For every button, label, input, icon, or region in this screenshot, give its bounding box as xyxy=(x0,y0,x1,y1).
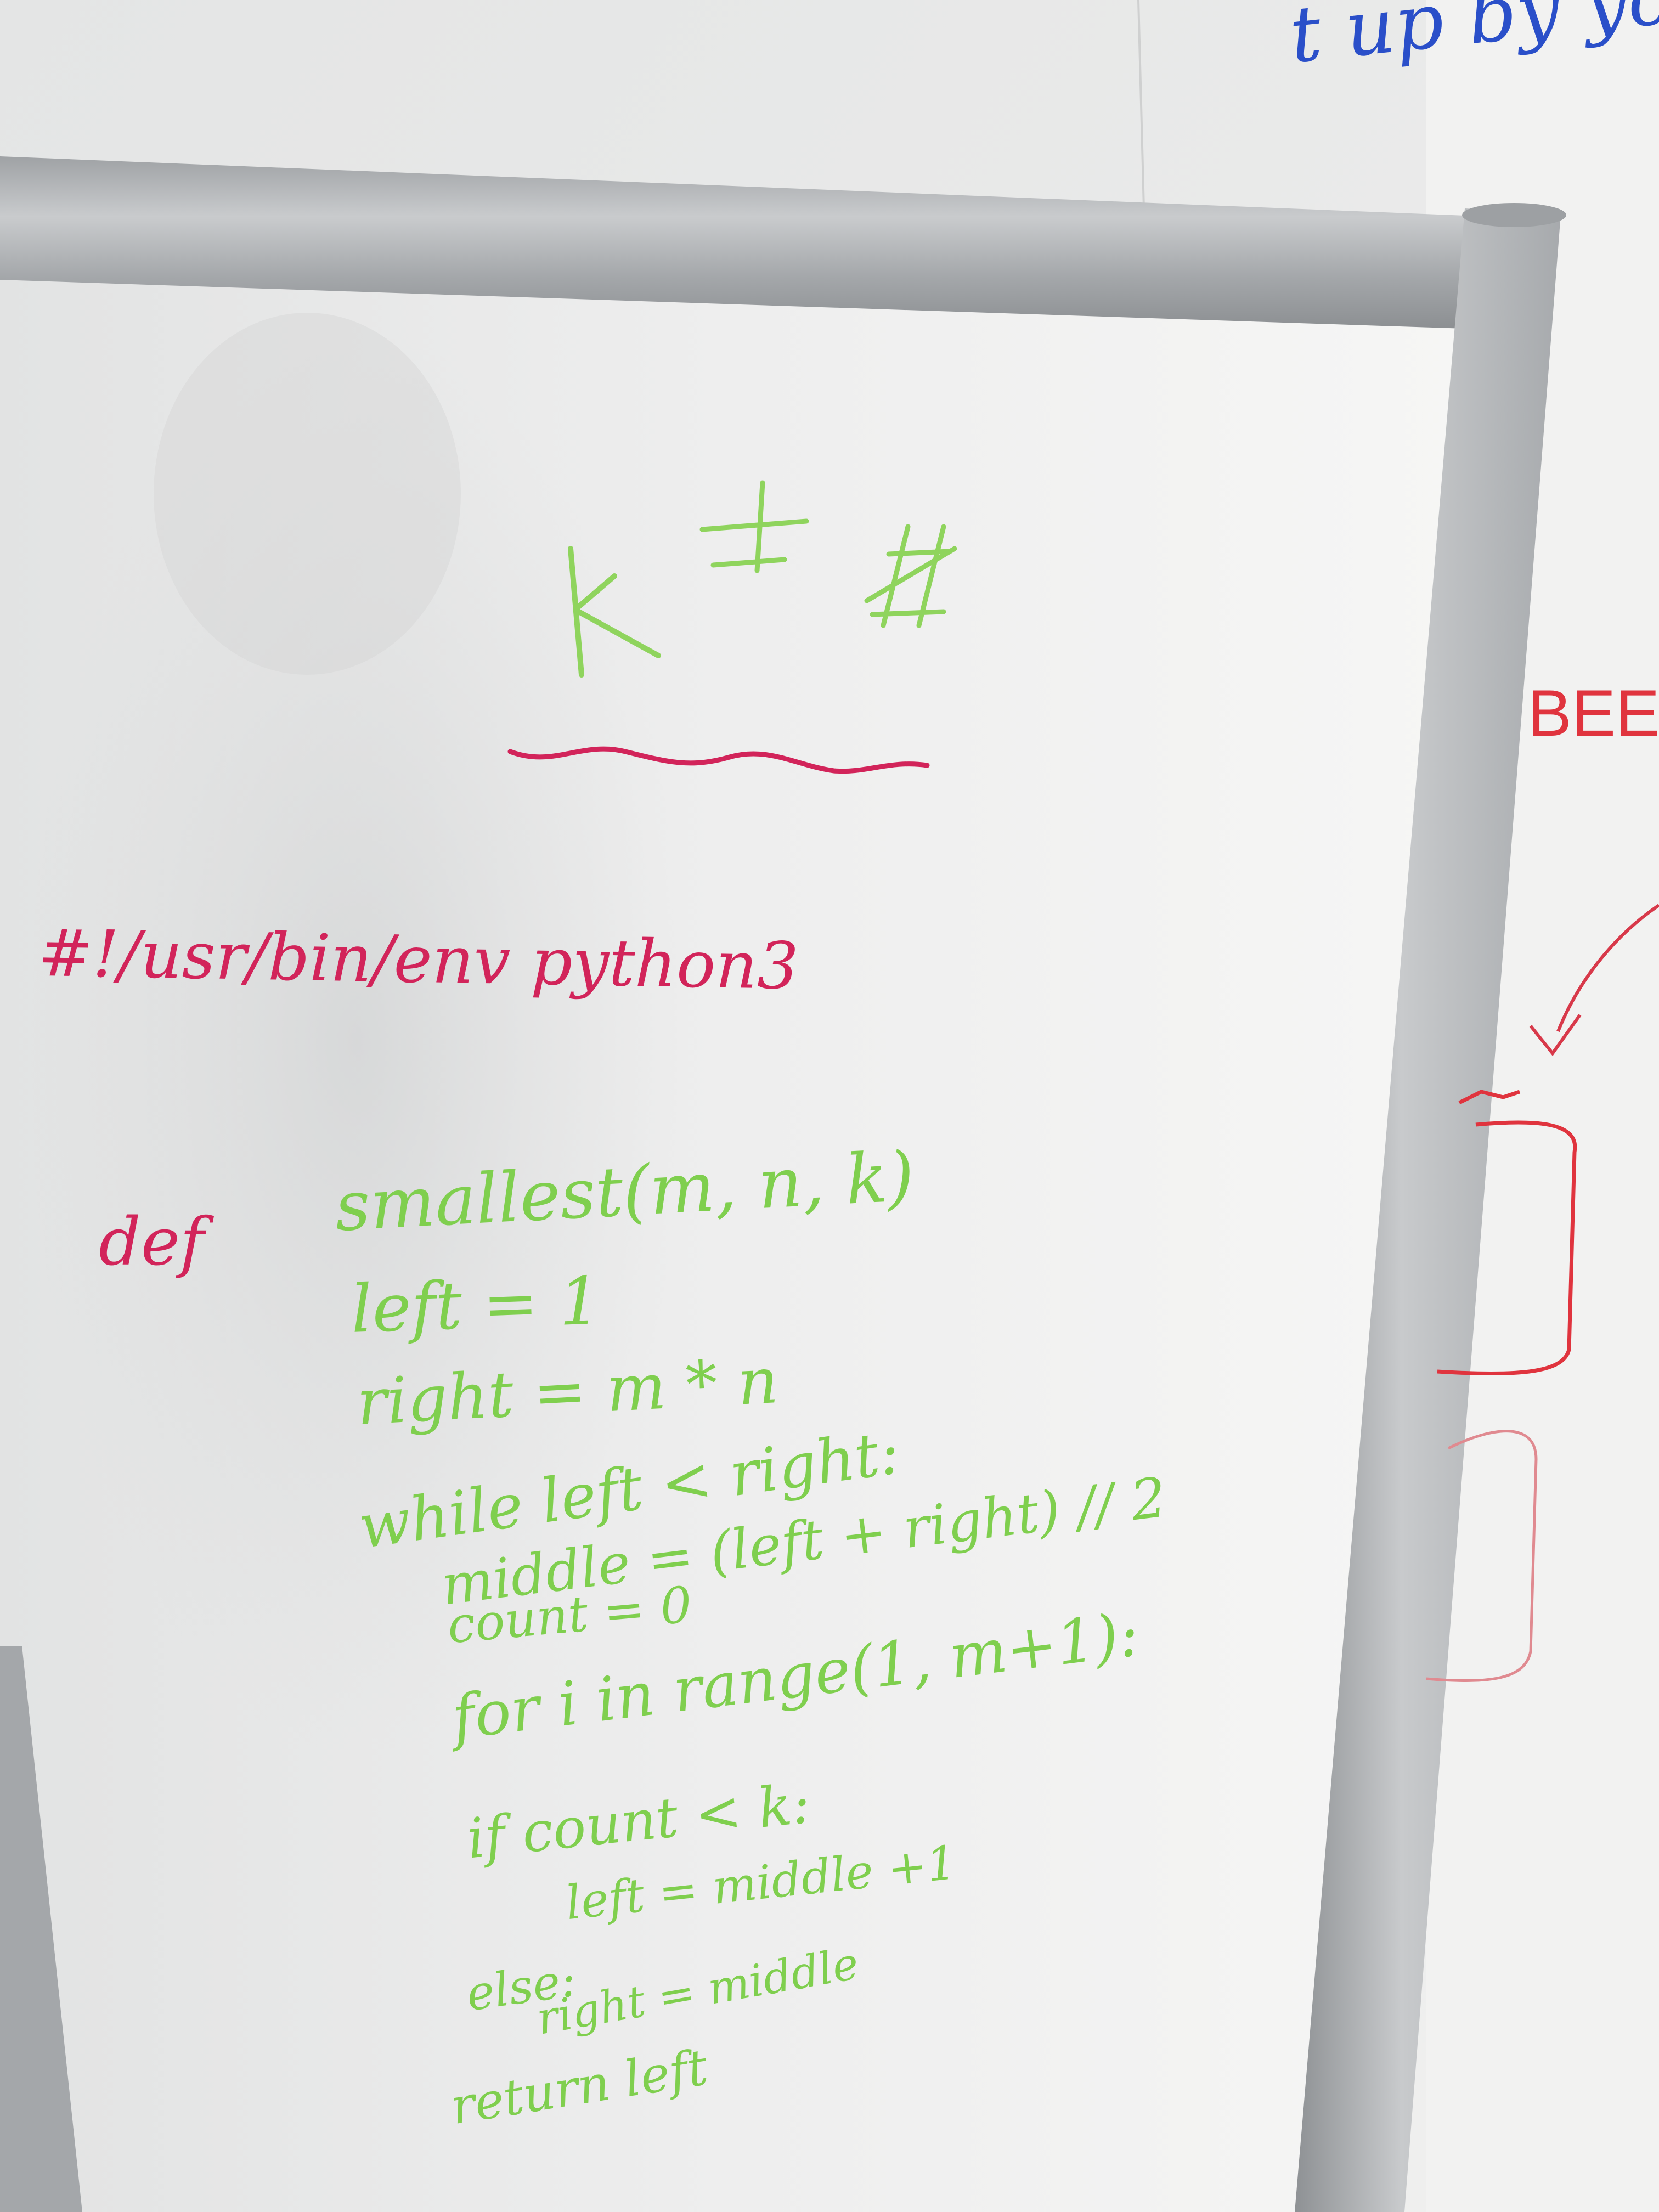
def-keyword: def xyxy=(99,1204,205,1280)
frame-corner-cap xyxy=(1462,203,1566,227)
frame-right-rail xyxy=(1295,208,1561,2212)
reflection-head xyxy=(154,313,461,675)
symbol-not-equal xyxy=(699,480,809,573)
wall-box-2 xyxy=(1426,1430,1538,1682)
shebang-line: #!/usr/bin/env python3 xyxy=(37,915,799,1005)
symbol-k xyxy=(568,546,661,678)
reflection-shadow xyxy=(27,329,686,1756)
wall-seam xyxy=(1137,0,1145,209)
code-line: left = 1 xyxy=(349,1263,602,1348)
frame-left-rail xyxy=(0,1646,82,2212)
wall-label-bees: BEES xyxy=(1528,676,1659,750)
wavy-underline xyxy=(507,746,930,774)
frame-top-rail xyxy=(0,156,1492,329)
symbol-hash xyxy=(864,524,957,628)
wall-arrow-curve xyxy=(1529,904,1659,1056)
wall-scribble xyxy=(1458,1090,1521,1105)
wall-box-1 xyxy=(1437,1120,1577,1376)
